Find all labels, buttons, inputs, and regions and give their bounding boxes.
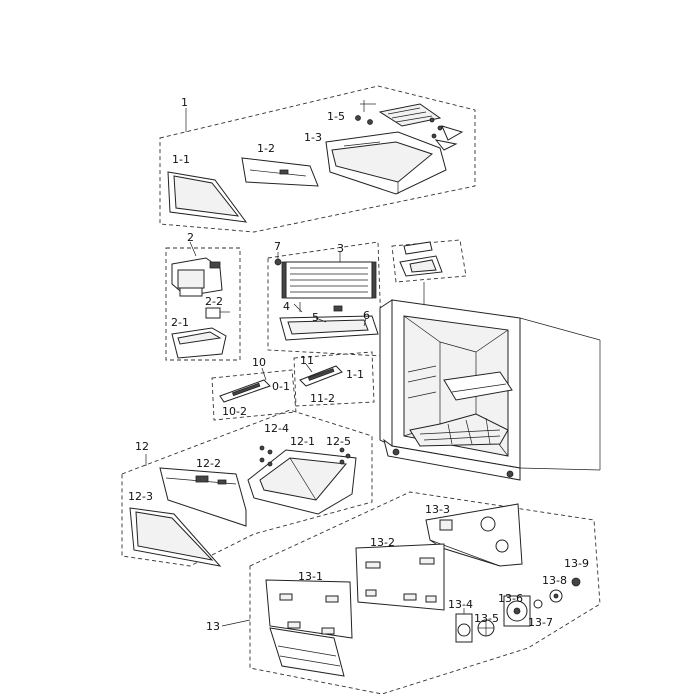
label-11: 11 — [300, 354, 314, 367]
label-2-2: 2-2 — [205, 295, 223, 308]
group-evaporator — [267, 241, 383, 357]
part-6-drain-tray — [279, 315, 379, 341]
part-13-8-bushing — [549, 589, 563, 603]
group-10 — [211, 367, 297, 421]
label-10: 10 — [252, 356, 266, 369]
part-1-3-drawer-tray — [325, 131, 447, 195]
group-12-boundary — [121, 409, 373, 567]
part-7-screw — [274, 252, 282, 266]
part-13-4-motor — [455, 608, 473, 643]
label-1-2: 1-2 — [257, 142, 275, 155]
label-12-3: 12-3 — [128, 490, 153, 503]
part-12-3-panel — [129, 507, 222, 567]
label-13-9: 13-9 — [564, 557, 589, 570]
label-13-3: 13-3 — [425, 503, 450, 516]
part-3-evaporator — [281, 252, 377, 299]
label-2-1: 2-1 — [171, 316, 189, 329]
label-11-2: 11-2 — [310, 392, 335, 405]
evaporator-boundary — [267, 241, 383, 357]
part-5-heater — [299, 302, 343, 312]
part-13-5-fan-blade — [477, 619, 495, 637]
part-2-ice-maker — [171, 257, 223, 297]
part-13-7-washer — [533, 599, 543, 609]
label-12-4: 12-4 — [264, 422, 289, 435]
part-12-4-small-parts — [259, 445, 273, 467]
label-13: 13 — [206, 620, 220, 633]
part-13-3-panel — [425, 503, 523, 567]
label-13-5: 13-5 — [474, 612, 499, 625]
label-1: 1 — [181, 96, 188, 109]
part-13-1-cover — [265, 579, 353, 677]
group-11-boundary — [293, 351, 375, 407]
label-6: 6 — [363, 309, 370, 322]
label-10-2: 10-2 — [222, 405, 247, 418]
label-13-8: 13-8 — [542, 574, 567, 587]
label-13-2: 13-2 — [370, 536, 395, 549]
part-2-1-ice-bucket — [171, 327, 227, 359]
label-12-1: 12-1 — [290, 435, 315, 448]
label-10-1: 0-1 — [272, 380, 290, 393]
label-5: 5 — [312, 311, 319, 324]
part-13-6-fan-bracket — [503, 595, 531, 627]
group-13 — [221, 491, 601, 695]
label-12-5: 12-5 — [326, 435, 351, 448]
label-7: 7 — [274, 240, 281, 253]
label-2: 2 — [187, 231, 194, 244]
label-13-6: 13-6 — [498, 592, 523, 605]
group-1 — [159, 85, 476, 233]
group-2-boundary — [165, 247, 241, 361]
label-1-5: 1-5 — [327, 110, 345, 123]
part-1-1-front-panel — [167, 171, 248, 223]
part-12-5-small-parts — [339, 447, 351, 465]
part-13-2-cover — [355, 543, 445, 611]
label-13-1: 13-1 — [298, 570, 323, 583]
part-12-2-drawer-front — [159, 467, 247, 527]
label-1-1: 1-1 — [172, 153, 190, 166]
label-13-4: 13-4 — [448, 598, 473, 611]
group-fan-cover — [391, 239, 467, 320]
part-1-5-small-parts — [355, 100, 464, 151]
part-1-2-drawer-front — [241, 157, 319, 187]
label-12-2: 12-2 — [196, 457, 221, 470]
callout-labels: 1 1-1 1-2 1-3 1-5 2 2-2 2-1 7 3 4 5 6 10… — [128, 96, 589, 633]
label-13-7: 13-7 — [528, 616, 553, 629]
part-12-1-crisper-drawer — [247, 449, 357, 515]
group-12 — [121, 409, 373, 567]
part-2-2-sensor — [205, 307, 230, 319]
group-10-boundary — [211, 369, 297, 421]
refrigerator-cabinet — [379, 299, 601, 481]
label-12: 12 — [135, 440, 149, 453]
part-13-9-cap — [571, 577, 581, 587]
label-3: 3 — [337, 242, 344, 255]
group-11 — [293, 351, 375, 407]
fan-cover-boundary — [391, 239, 467, 283]
label-4: 4 — [283, 300, 290, 313]
group-1-boundary — [159, 85, 476, 233]
label-11-1: 1-1 — [346, 368, 364, 381]
group-2 — [165, 241, 241, 361]
label-1-3: 1-3 — [304, 131, 322, 144]
